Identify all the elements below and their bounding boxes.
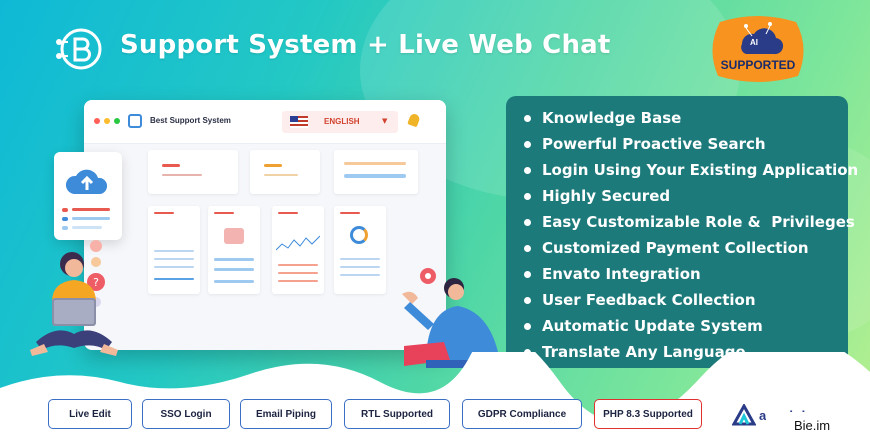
cloud-upload-icon [65, 169, 108, 194]
bell-icon[interactable] [407, 112, 421, 128]
feature-item: User Feedback Collection [524, 287, 848, 313]
features-panel: Knowledge Base Powerful Proactive Search… [506, 96, 858, 368]
us-flag-icon [290, 116, 308, 128]
chart-card [272, 206, 324, 294]
badge-gdpr-compliance: GDPR Compliance [462, 399, 582, 429]
feature-label: Knowledge Base [542, 109, 682, 127]
bullet-icon [524, 192, 531, 200]
ai-badge-shape-icon [712, 16, 804, 82]
ai-supported-badge: AI SUPPORTED [706, 14, 810, 84]
feature-item: Automatic Update System [524, 313, 848, 339]
stat-card [250, 150, 320, 194]
bullet-icon [524, 270, 531, 278]
badge-rtl-supported: RTL Supported [344, 399, 450, 429]
feature-label: Translate Any Language [542, 343, 746, 361]
widget-card [208, 206, 260, 294]
feature-item: Knowledge Base [524, 105, 848, 131]
feature-item: Highly Secured [524, 183, 848, 209]
dashboard-mockup: Best Support System ENGLISH ▼ [84, 100, 446, 350]
badge-php-supported: PHP 8.3 Supported [594, 399, 702, 429]
person-laptop-illustration [30, 252, 118, 356]
person-pointing-illustration [402, 268, 498, 368]
badge-email-piping: Email Piping [240, 399, 332, 429]
ai-badge-label: SUPPORTED [720, 58, 796, 72]
language-selector[interactable]: ENGLISH ▼ [282, 111, 398, 133]
feature-label: Automatic Update System [542, 317, 763, 335]
bullet-icon [524, 140, 531, 148]
window-dot-icon [114, 118, 120, 124]
sidebar-icons: ? [87, 240, 105, 307]
feature-item: Easy Customizable Role & Privileges [524, 209, 855, 235]
brand-logo-icon [56, 28, 102, 70]
svg-text:?: ? [93, 276, 99, 289]
page-title: Support System + Live Web Chat [120, 30, 611, 60]
window-dot-icon [104, 118, 110, 124]
feature-item: Powerful Proactive Search [524, 131, 848, 157]
donut-card [334, 206, 386, 294]
mockup-topbar: Best Support System ENGLISH ▼ [84, 100, 446, 144]
feature-item: Customized Payment Collection [524, 235, 848, 261]
badge-live-edit: Live Edit [48, 399, 132, 429]
feature-label: Powerful Proactive Search [542, 135, 766, 153]
bullet-icon [524, 218, 531, 226]
badge-sso-login: SSO Login [142, 399, 230, 429]
window-dot-icon [94, 118, 100, 124]
feature-label: Envato Integration [542, 265, 701, 283]
bullet-icon [524, 322, 531, 330]
feature-label: Login Using Your Existing Application [542, 161, 859, 179]
feature-item: Envato Integration [524, 261, 848, 287]
watermark-label: Bie.im [766, 412, 858, 438]
widget-card [148, 206, 200, 294]
language-label: ENGLISH [324, 117, 360, 126]
ai-badge-small-label: AI [750, 38, 758, 47]
stat-card [334, 150, 418, 194]
stat-card [148, 150, 238, 194]
mockup-logo-icon [128, 114, 142, 128]
vendor-logo-icon [732, 404, 756, 426]
mockup-brand-name: Best Support System [150, 116, 231, 125]
feature-label: Highly Secured [542, 187, 671, 205]
feature-label: Customized Payment Collection [542, 239, 809, 257]
feature-label: User Feedback Collection [542, 291, 756, 309]
bullet-icon [524, 244, 531, 252]
chevron-down-icon: ▼ [382, 117, 388, 125]
bullet-icon [524, 114, 531, 122]
bullet-icon [524, 166, 531, 174]
bullet-icon [524, 296, 531, 304]
line-chart-icon [276, 235, 320, 251]
feature-item: Login Using Your Existing Application [524, 157, 858, 183]
feature-label: Easy Customizable Role & Privileges [542, 213, 855, 231]
cloud-upload-card [54, 152, 122, 240]
